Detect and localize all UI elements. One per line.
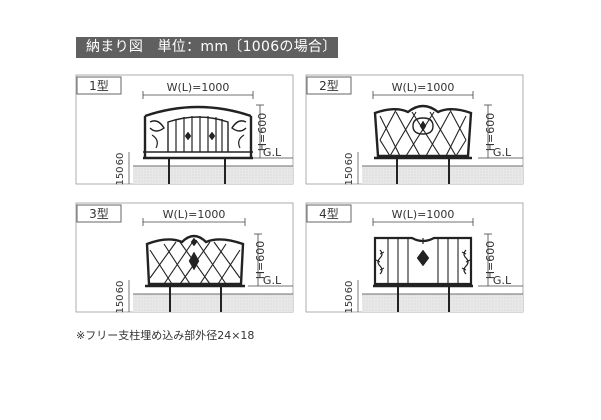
fence-drawing-1 <box>143 105 253 184</box>
ground-hatch <box>362 166 523 184</box>
dim-60: 60 <box>115 281 126 294</box>
dim-150: 150 <box>115 294 126 313</box>
type-label: 3型 <box>89 207 109 221</box>
ground-hatch <box>133 166 293 184</box>
type-label-box <box>76 76 122 95</box>
height-label: H=600 <box>484 241 497 279</box>
type-label: 2型 <box>319 79 339 93</box>
diagram-title: 納まり図 単位：mm〔1006の場合〕 <box>86 39 337 55</box>
fence-drawing-3 <box>145 234 245 312</box>
dim-150: 150 <box>115 166 126 185</box>
width-label: W(L)=1000 <box>167 81 230 94</box>
footnote: ※フリー支柱埋め込み部外径24×18 <box>76 329 255 342</box>
ground-hatch <box>133 294 293 312</box>
width-label: W(L)=1000 <box>392 208 455 221</box>
ground-label: G.L <box>263 274 282 287</box>
type-label: 1型 <box>89 79 109 93</box>
height-label: H=600 <box>254 241 267 279</box>
dim-60: 60 <box>344 281 355 294</box>
type-label-box <box>306 76 352 95</box>
dim-150: 150 <box>344 294 355 313</box>
type-label-box <box>76 204 122 223</box>
panel-type-3: 3型 W(L)=1000 H=600 G.L 150 60 <box>75 202 294 314</box>
width-label: W(L)=1000 <box>392 81 455 94</box>
ground-hatch <box>362 294 523 312</box>
panel-type-2: 2型 W(L)=1000 H=600 G.L 150 60 <box>305 74 524 186</box>
ground-label: G.L <box>493 146 512 159</box>
type-label-box <box>306 204 352 223</box>
height-label: H=600 <box>256 113 269 151</box>
fence-drawing-2 <box>373 104 473 184</box>
dim-60: 60 <box>344 153 355 166</box>
dim-150: 150 <box>344 166 355 185</box>
header-bar <box>76 37 338 58</box>
type-label: 4型 <box>319 207 339 221</box>
width-label: W(L)=1000 <box>163 208 226 221</box>
panel-type-4: 4型 W(L)=1000 H=600 G.L 150 60 <box>305 202 524 314</box>
dim-60: 60 <box>115 153 126 166</box>
ground-label: G.L <box>263 146 282 159</box>
ground-label: G.L <box>493 274 512 287</box>
height-label: H=600 <box>484 113 497 151</box>
fence-drawing-4 <box>373 236 473 312</box>
panel-type-1: 1型 W(L)=1000 H=600 G.L 150 60 <box>75 74 294 186</box>
